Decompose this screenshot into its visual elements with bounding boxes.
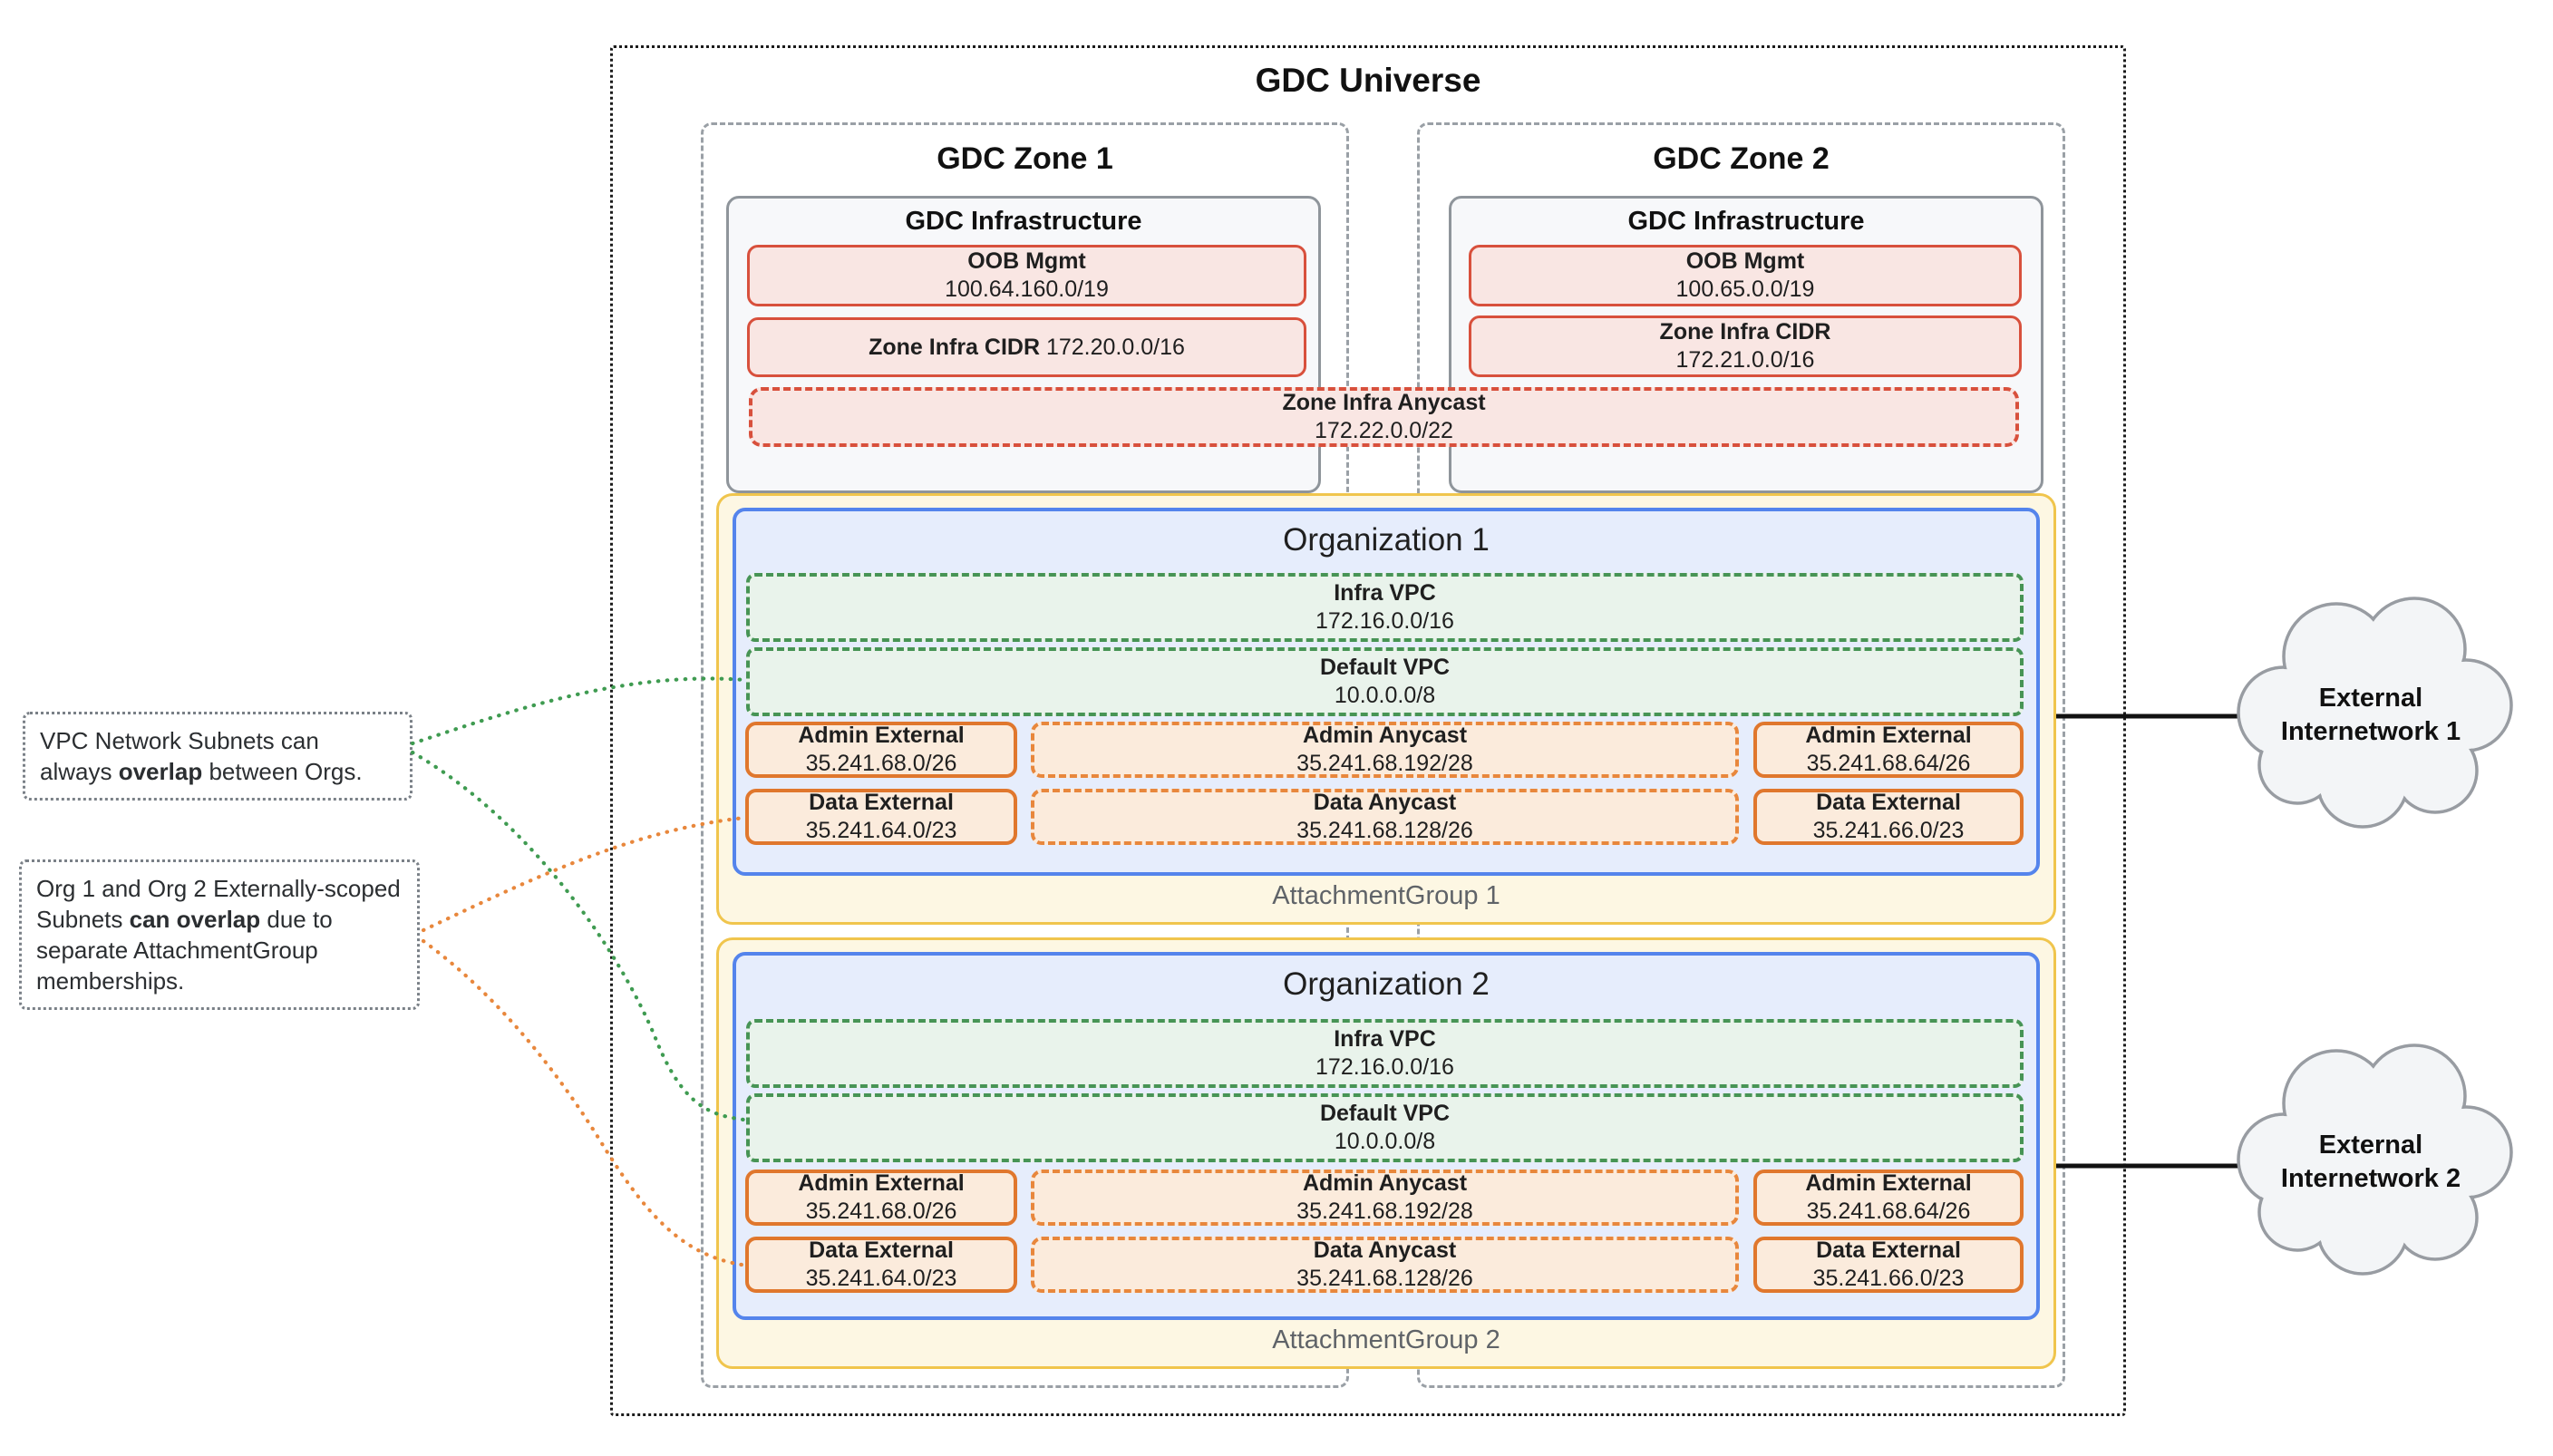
zone-infra-cidr-zone2-box: Zone Infra CIDR 172.21.0.0/16 [1469,315,2022,377]
org1-data-external-right-label: Data External [1816,790,1961,815]
org2-admin-external-right-box: Admin External 35.241.68.64/26 [1753,1170,2024,1226]
org1-admin-external-left-label: Admin External [798,723,965,748]
oob-mgmt-zone1-cidr: 100.64.160.0/19 [945,277,1109,302]
org2-admin-external-right-label: Admin External [1805,1170,1972,1196]
zone-infra-cidr-zone2-cidr: 172.21.0.0/16 [1675,347,1815,373]
zone-infra-anycast-label: Zone Infra Anycast [1282,390,1486,415]
oob-mgmt-zone1-label: OOB Mgmt [967,248,1086,274]
annotation-attachment-group-overlap: Org 1 and Org 2 Externally-scoped Subnet… [19,859,420,1010]
org1-admin-external-right-cidr: 35.241.68.64/26 [1806,751,1971,776]
annotation-vpc-overlap-text: VPC Network Subnets can always [40,727,319,785]
zone-infra-cidr-zone1-label: Zone Infra CIDR [869,334,1041,360]
org2-default-vpc-box: Default VPC 10.0.0.0/8 [746,1093,2024,1162]
org1-infra-vpc-cidr: 172.16.0.0/16 [1315,608,1454,634]
oob-mgmt-zone2-box: OOB Mgmt 100.65.0.0/19 [1469,245,2022,306]
org1-admin-anycast-cidr: 35.241.68.192/28 [1296,751,1473,776]
zone-infra-anycast-box: Zone Infra Anycast 172.22.0.0/22 [749,387,2019,447]
gdc-zone-1-title: GDC Zone 1 [937,141,1113,176]
annotation-attachment-group-overlap-text: Org 1 and Org 2 Externally-scoped Subnet… [36,875,401,933]
org1-data-anycast-box: Data Anycast 35.241.68.128/26 [1031,789,1739,845]
gdc-infrastructure-2-title: GDC Infrastructure [1627,207,1865,236]
org2-data-external-left-label: Data External [809,1238,954,1263]
org2-default-vpc-cidr: 10.0.0.0/8 [1334,1129,1436,1154]
gdc-universe-title: GDC Universe [1255,62,1481,99]
org1-admin-anycast-label: Admin Anycast [1302,723,1468,748]
org1-data-external-right-box: Data External 35.241.66.0/23 [1753,789,2024,845]
org2-data-external-right-box: Data External 35.241.66.0/23 [1753,1237,2024,1293]
org2-data-external-right-cidr: 35.241.66.0/23 [1812,1266,1965,1291]
org1-data-anycast-label: Data Anycast [1313,790,1457,815]
org2-data-external-left-box: Data External 35.241.64.0/23 [745,1237,1017,1293]
org1-infra-vpc-label: Infra VPC [1334,580,1436,606]
external-internetwork-1-label: External Internetwork 1 [2280,684,2461,746]
org1-admin-external-right-label: Admin External [1805,723,1972,748]
org1-admin-external-left-cidr: 35.241.68.0/26 [805,751,957,776]
org1-data-external-left-label: Data External [809,790,954,815]
org2-admin-anycast-box: Admin Anycast 35.241.68.192/28 [1031,1170,1739,1226]
attachment-group-2-label: AttachmentGroup 2 [1272,1325,1500,1354]
org2-data-anycast-cidr: 35.241.68.128/26 [1296,1266,1473,1291]
org1-data-external-left-cidr: 35.241.64.0/23 [805,818,957,843]
org1-default-vpc-box: Default VPC 10.0.0.0/8 [746,647,2024,716]
org1-data-external-right-cidr: 35.241.66.0/23 [1812,818,1965,843]
org2-admin-external-left-label: Admin External [798,1170,965,1196]
org1-default-vpc-label: Default VPC [1319,655,1451,680]
external-internetwork-2-label: External Internetwork 2 [2280,1131,2461,1193]
zone-infra-anycast-cidr: 172.22.0.0/22 [1315,418,1453,443]
org2-admin-external-left-box: Admin External 35.241.68.0/26 [745,1170,1017,1226]
org2-data-external-left-cidr: 35.241.64.0/23 [805,1266,957,1291]
org1-data-anycast-cidr: 35.241.68.128/26 [1296,818,1473,843]
org2-admin-anycast-label: Admin Anycast [1302,1170,1468,1196]
oob-mgmt-zone2-label: OOB Mgmt [1685,248,1805,274]
org1-data-external-left-box: Data External 35.241.64.0/23 [745,789,1017,845]
org2-data-anycast-label: Data Anycast [1313,1238,1457,1263]
org2-admin-external-left-cidr: 35.241.68.0/26 [805,1199,957,1224]
organization-2-title: Organization 2 [1283,966,1490,1002]
zone-infra-cidr-zone1-box: Zone Infra CIDR 172.20.0.0/16 [747,317,1306,377]
gdc-zone-2-title: GDC Zone 2 [1653,141,1830,176]
org2-data-external-right-label: Data External [1816,1238,1961,1263]
zone-infra-cidr-zone2-label: Zone Infra CIDR [1659,319,1831,345]
gdc-infrastructure-1-title: GDC Infrastructure [905,207,1142,236]
attachment-group-1-label: AttachmentGroup 1 [1272,881,1500,910]
org1-default-vpc-cidr: 10.0.0.0/8 [1334,683,1436,708]
org1-admin-external-left-box: Admin External 35.241.68.0/26 [745,722,1017,778]
org1-infra-vpc-box: Infra VPC 172.16.0.0/16 [746,573,2024,642]
oob-mgmt-zone2-cidr: 100.65.0.0/19 [1675,277,1815,302]
org2-data-anycast-box: Data Anycast 35.241.68.128/26 [1031,1237,1739,1293]
org2-default-vpc-label: Default VPC [1319,1101,1451,1126]
org1-admin-anycast-box: Admin Anycast 35.241.68.192/28 [1031,722,1739,778]
org2-infra-vpc-box: Infra VPC 172.16.0.0/16 [746,1019,2024,1088]
organization-1-title: Organization 1 [1283,522,1490,558]
org1-admin-external-right-box: Admin External 35.241.68.64/26 [1753,722,2024,778]
annotation-vpc-overlap: VPC Network Subnets can always overlap b… [23,712,413,801]
org2-infra-vpc-label: Infra VPC [1334,1026,1436,1052]
org2-admin-external-right-cidr: 35.241.68.64/26 [1806,1199,1971,1224]
oob-mgmt-zone1-box: OOB Mgmt 100.64.160.0/19 [747,245,1306,306]
org2-admin-anycast-cidr: 35.241.68.192/28 [1296,1199,1473,1224]
org2-infra-vpc-cidr: 172.16.0.0/16 [1315,1054,1454,1080]
zone-infra-cidr-zone1-cidr: 172.20.0.0/16 [1045,334,1185,360]
